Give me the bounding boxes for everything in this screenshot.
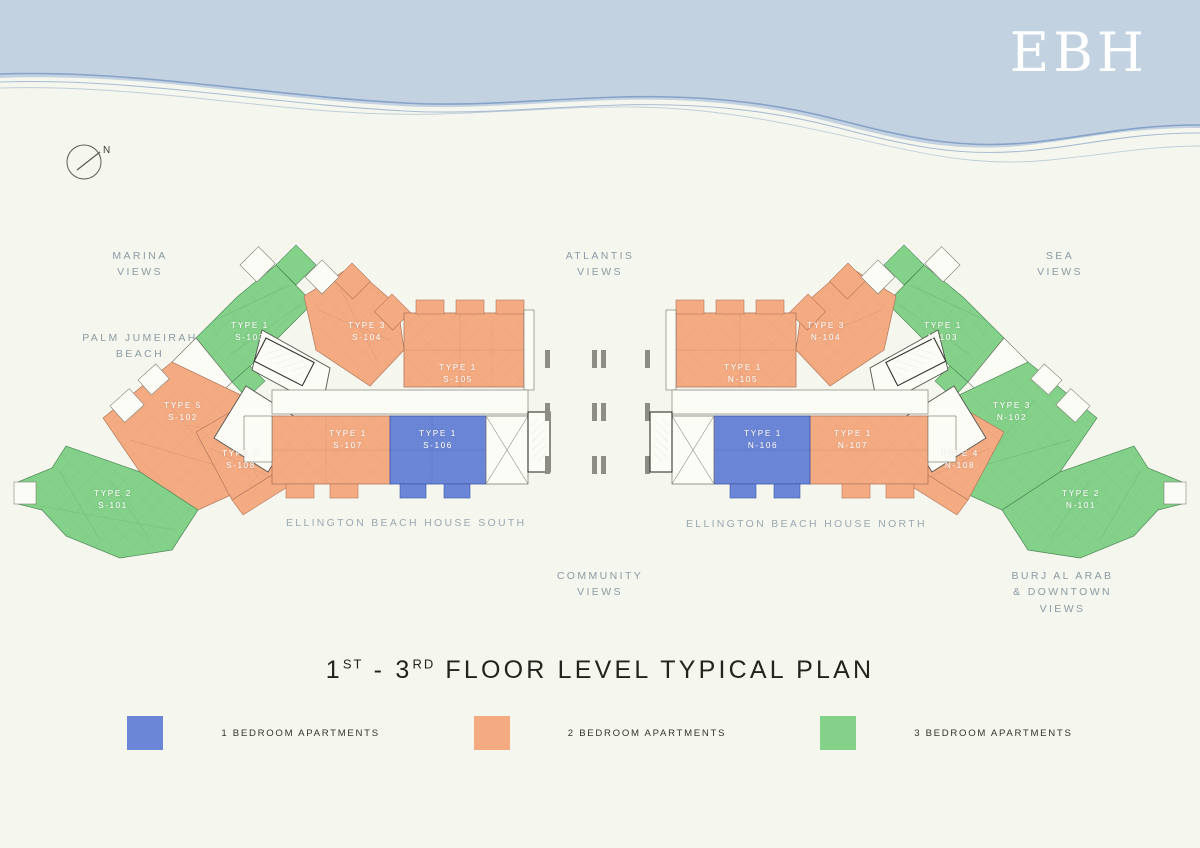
brand-logo: EBH bbox=[1009, 21, 1148, 84]
floor-plan-drawing bbox=[0, 210, 1200, 560]
title-sup-2: RD bbox=[412, 656, 436, 672]
legend-swatch-2-bedroom bbox=[473, 716, 510, 750]
north-service-core bbox=[649, 411, 715, 485]
north-stair-core bbox=[885, 337, 947, 387]
legend-label-2-bedroom: 2 BEDROOM APARTMENTS bbox=[567, 727, 727, 739]
wave-line-3 bbox=[0, 87, 1200, 163]
label-marina-views: MARINA VIEWS bbox=[112, 250, 168, 279]
compass-circle bbox=[66, 144, 102, 180]
unit-s-104[interactable] bbox=[303, 259, 411, 387]
unit-n-105[interactable] bbox=[665, 299, 797, 391]
legend: 1 BEDROOM APARTMENTS 2 BEDROOM APARTMENT… bbox=[0, 716, 1200, 750]
water-fill bbox=[0, 0, 1200, 148]
title-ordinal-2: 3 bbox=[395, 656, 413, 684]
unit-n-104[interactable] bbox=[789, 259, 897, 387]
page-title: 1ST - 3RD FLOOR LEVEL TYPICAL PLAN bbox=[0, 656, 1200, 685]
shoreline-graphic bbox=[0, 0, 1200, 175]
south-corridor bbox=[271, 389, 529, 415]
title-dash: - bbox=[373, 656, 386, 684]
legend-item-1-bedroom[interactable]: 1 BEDROOM APARTMENTS bbox=[127, 716, 379, 750]
title-sup-1: ST bbox=[342, 656, 364, 672]
unit-s-107[interactable] bbox=[271, 415, 391, 499]
compass-needle bbox=[76, 151, 101, 171]
title-ordinal-1: 1 bbox=[325, 656, 343, 684]
unit-n-103[interactable] bbox=[883, 244, 1005, 399]
label-community-views: COMMUNITY VIEWS bbox=[556, 570, 644, 599]
legend-label-3-bedroom: 3 BEDROOM APARTMENTS bbox=[914, 727, 1073, 739]
title-rest: FLOOR LEVEL TYPICAL PLAN bbox=[445, 656, 875, 684]
unit-s-105[interactable] bbox=[403, 299, 535, 391]
south-stair-core bbox=[253, 337, 315, 387]
legend-label-1-bedroom: 1 BEDROOM APARTMENTS bbox=[221, 727, 380, 739]
legend-item-2-bedroom[interactable]: 2 BEDROOM APARTMENTS bbox=[473, 716, 727, 750]
building-name-north: ELLINGTON BEACH HOUSE NORTH bbox=[686, 518, 927, 530]
legend-item-3-bedroom[interactable]: 3 BEDROOM APARTMENTS bbox=[820, 716, 1072, 750]
legend-swatch-3-bedroom bbox=[820, 716, 857, 750]
building-south bbox=[13, 225, 551, 559]
unit-s-101[interactable] bbox=[13, 445, 199, 559]
legend-swatch-1-bedroom bbox=[127, 716, 164, 750]
building-name-south: ELLINGTON BEACH HOUSE SOUTH bbox=[286, 517, 527, 529]
compass-rose: N bbox=[63, 138, 123, 188]
unit-s-103[interactable] bbox=[195, 225, 336, 399]
central-courtyard-columns bbox=[545, 350, 650, 474]
compass-north-label: N bbox=[103, 145, 110, 156]
label-palm-jumeirah-beach: PALM JUMEIRAH BEACH bbox=[82, 332, 198, 361]
wave-line-1 bbox=[0, 72, 1200, 146]
south-service-core bbox=[485, 411, 551, 485]
label-sea-views: SEA VIEWS bbox=[1037, 250, 1083, 279]
unit-n-101[interactable] bbox=[1001, 445, 1187, 559]
unit-s-106[interactable] bbox=[389, 415, 487, 499]
label-burj-al-arab-views: BURJ AL ARAB & DOWNTOWN VIEWS bbox=[1011, 570, 1114, 615]
label-atlantis-views: ATLANTIS VIEWS bbox=[565, 250, 635, 279]
building-north bbox=[649, 244, 1187, 559]
unit-n-107[interactable] bbox=[809, 415, 929, 499]
unit-n-106[interactable] bbox=[713, 415, 811, 499]
wave-line-2 bbox=[0, 80, 1200, 154]
